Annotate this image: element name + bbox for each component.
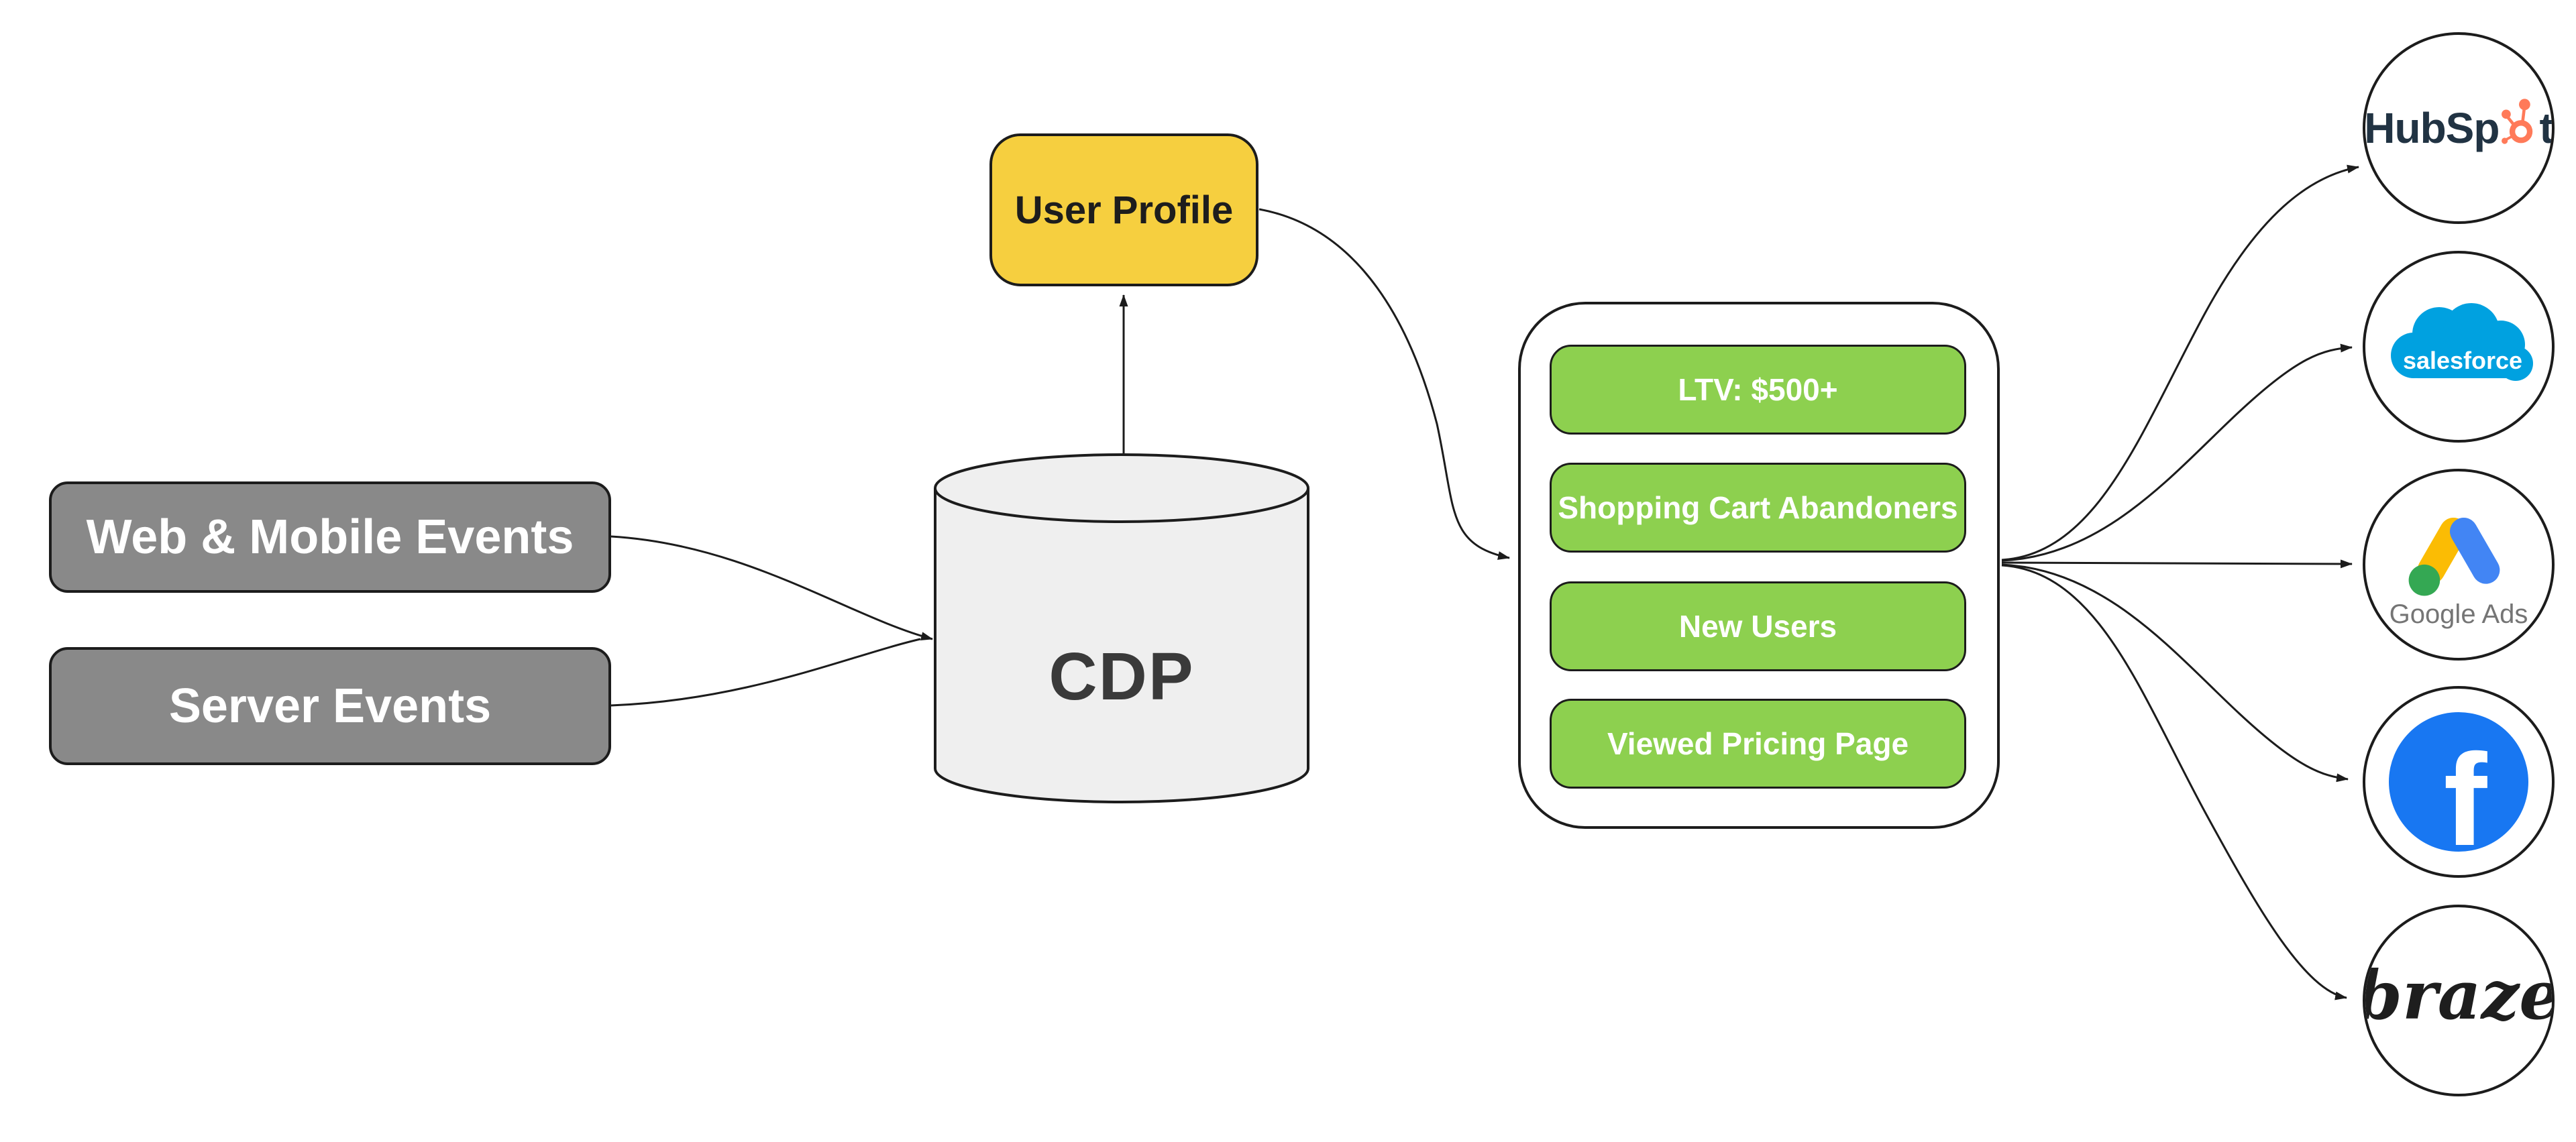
destination-circle-facebook: f xyxy=(2363,686,2555,878)
hubspot-wordmark-post: t xyxy=(2539,104,2553,152)
user-profile-label: User Profile xyxy=(1014,188,1234,232)
source-box-web-mobile-events: Web & Mobile Events xyxy=(49,481,611,593)
segment-item-ltv: LTV: $500+ xyxy=(1550,345,1966,435)
segment-item-viewed-pricing: Viewed Pricing Page xyxy=(1550,699,1966,789)
segments-container: LTV: $500+ Shopping Cart Abandoners New … xyxy=(1518,302,2000,829)
facebook-f-glyph: f xyxy=(2443,727,2487,852)
hubspot-wordmark-pre: HubSp xyxy=(2364,104,2500,152)
segment-item-cart-abandoners: Shopping Cart Abandoners xyxy=(1550,463,1966,553)
destination-circle-braze: braze xyxy=(2363,905,2555,1096)
edge-segments-to-facebook xyxy=(2001,563,2349,783)
edge-user-profile-to-segments xyxy=(1258,208,1510,560)
edge-segments-to-salesforce xyxy=(2001,343,2353,562)
google-ads-label: Google Ads xyxy=(2389,599,2528,629)
edge-segments-to-googleads xyxy=(2001,559,2353,569)
segment-label: Viewed Pricing Page xyxy=(1607,726,1909,761)
google-ads-icon xyxy=(2408,517,2500,596)
segment-label: Shopping Cart Abandoners xyxy=(1558,490,1958,525)
segment-label: LTV: $500+ xyxy=(1678,372,1838,407)
user-profile-box: User Profile xyxy=(989,133,1258,286)
destination-circle-google-ads: Google Ads xyxy=(2363,469,2555,661)
edge-segments-to-hubspot xyxy=(2001,164,2359,561)
segment-item-new-users: New Users xyxy=(1550,581,1966,671)
source-box-label: Server Events xyxy=(168,679,492,733)
edge-segments-to-braze xyxy=(2001,564,2347,1001)
edge-web-events-to-cdp xyxy=(610,535,933,640)
destination-circle-hubspot: HubSp t xyxy=(2363,32,2555,224)
cdp-label: CDP xyxy=(1049,639,1195,714)
facebook-icon: f xyxy=(2389,712,2528,852)
salesforce-cloud-icon: salesforce xyxy=(2391,303,2533,381)
salesforce-wordmark: salesforce xyxy=(2403,347,2522,374)
cdp-database-cylinder: CDP xyxy=(932,452,1311,806)
hubspot-logo: HubSp t xyxy=(2364,99,2553,155)
edge-server-events-to-cdp xyxy=(610,638,921,707)
braze-logo: braze xyxy=(2363,956,2555,1035)
hubspot-sprocket-icon xyxy=(2502,99,2533,144)
segment-label: New Users xyxy=(1678,609,1837,644)
cylinder-shape-icon xyxy=(934,453,1309,803)
source-box-server-events: Server Events xyxy=(49,647,611,765)
destination-circle-salesforce: salesforce xyxy=(2363,251,2555,443)
source-box-label: Web & Mobile Events xyxy=(86,510,574,564)
